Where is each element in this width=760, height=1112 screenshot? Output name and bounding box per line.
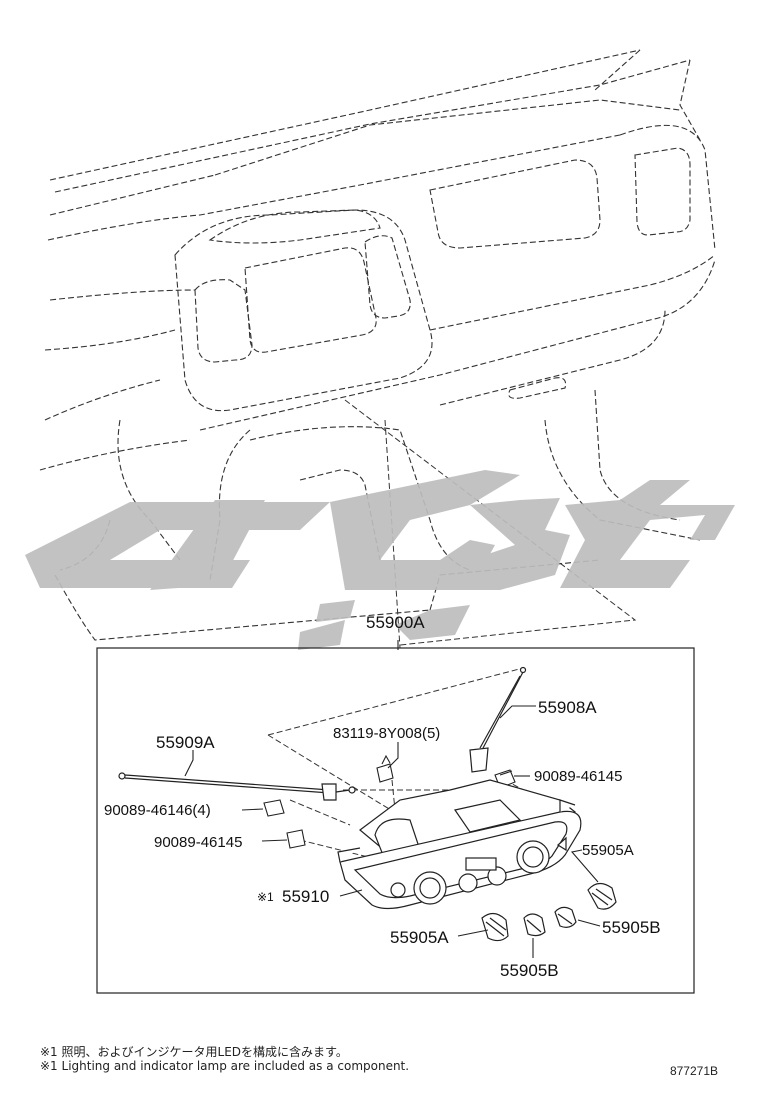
- label-clamp-right: 90089-46145: [534, 768, 622, 785]
- footnote-japanese: ※1 照明、およびインジケータ用LEDを構成に含みます。: [40, 1045, 348, 1059]
- bulb-part: [376, 754, 394, 783]
- label-leader-lines: [184, 640, 601, 958]
- figure-number: 877271B: [669, 1064, 718, 1078]
- knob-parts: [481, 882, 617, 942]
- label-knob-55905b-bottom: 55905B: [500, 961, 559, 980]
- knob-55905b-bottom: [523, 913, 546, 937]
- knob-55905a-left: [481, 912, 509, 942]
- label-note-mark: ※1: [257, 890, 274, 904]
- label-clamp-left: 90089-46145: [154, 834, 242, 851]
- label-knob-55905a-right: 55905A: [582, 842, 634, 859]
- control-panel-illustration: [337, 779, 582, 910]
- watermark-logo: [25, 470, 735, 650]
- clamp-left-upper: [263, 799, 285, 817]
- footnote-english: ※1 Lighting and indicator lamp are inclu…: [40, 1059, 410, 1073]
- knob-55905a-right: [587, 882, 617, 910]
- label-55910: 55910: [282, 887, 329, 906]
- label-knob-55905b-right: 55905B: [602, 918, 661, 937]
- label-55900a: 55900A: [366, 613, 425, 632]
- dashboard-leader-lines: [344, 399, 637, 649]
- knob-55905b-right: [554, 906, 577, 928]
- assembly-frame: [96, 647, 695, 994]
- label-bulb: 83119-8Y008(5): [333, 725, 440, 742]
- clamp-left-lower: [286, 829, 306, 849]
- label-clamp-left-qty: 90089-46146(4): [104, 802, 211, 819]
- clamp-parts: [263, 769, 516, 849]
- cable-55908a: [469, 666, 527, 773]
- label-55908a: 55908A: [538, 698, 597, 717]
- cable-55909a: [118, 772, 356, 801]
- label-55909a: 55909A: [156, 733, 215, 752]
- label-knob-55905a-left: 55905A: [390, 928, 449, 947]
